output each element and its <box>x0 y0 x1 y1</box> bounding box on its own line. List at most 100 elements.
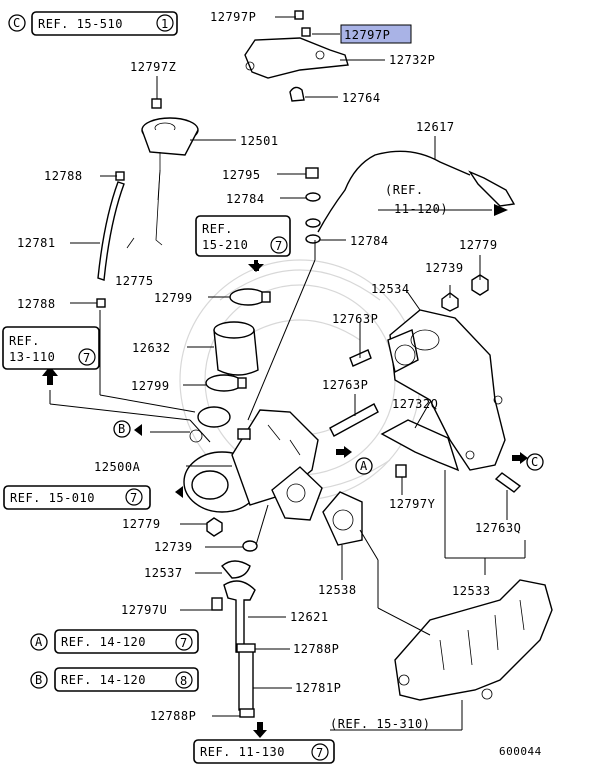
ref-14-120-a[interactable]: A REF. 14-120 7 <box>30 629 199 654</box>
label-12799-b: 12799 <box>131 379 170 393</box>
svg-text:7: 7 <box>275 239 283 253</box>
hose-12781p[interactable] <box>238 649 254 711</box>
label-12534: 12534 <box>371 282 410 296</box>
manifold-12533[interactable] <box>394 579 553 701</box>
gasket-turbine-flange[interactable] <box>271 466 323 521</box>
label-12784-b: 12784 <box>350 234 389 248</box>
bolt-12797z[interactable] <box>151 98 162 109</box>
hose-12632[interactable] <box>213 321 259 376</box>
heat-shield-12732q[interactable] <box>380 419 460 472</box>
bolt-12797y[interactable] <box>395 464 407 478</box>
label-12533: 12533 <box>452 584 491 598</box>
label-12784-a: 12784 <box>226 192 265 206</box>
ref-15-510[interactable]: C REF. 15-510 1 <box>8 11 178 36</box>
label-12764: 12764 <box>342 91 381 105</box>
label-12795: 12795 <box>222 168 261 182</box>
clip-12788p-b[interactable] <box>239 708 255 718</box>
ref-13-110[interactable]: REF. 13-110 7 <box>2 326 100 370</box>
gasket-12538[interactable] <box>322 491 363 546</box>
clip-12788p-a[interactable] <box>236 643 256 653</box>
label-12788-b: 12788 <box>17 297 56 311</box>
label-12739-b: 12739 <box>154 540 193 554</box>
bracket-12732p[interactable] <box>244 37 349 79</box>
label-12797p-highlighted[interactable]: 12797P <box>340 24 412 44</box>
bolt-12795[interactable] <box>305 167 319 179</box>
diagram-id: 600044 <box>499 745 542 758</box>
svg-text:A: A <box>360 459 368 473</box>
label-12797y: 12797Y <box>389 497 436 511</box>
ref-15-210[interactable]: REF. 15-210 7 <box>195 215 291 257</box>
svg-text:REF. 11-130: REF. 11-130 <box>200 745 285 759</box>
label-12621: 12621 <box>290 610 329 624</box>
svg-text:REF. 15-510: REF. 15-510 <box>38 17 123 31</box>
flange-12621[interactable] <box>223 580 256 653</box>
label-12732q: 12732Q <box>392 397 438 411</box>
bolt-12797u[interactable] <box>211 597 223 611</box>
label-12763p-b: 12763P <box>322 378 368 392</box>
svg-text:REF. 14-120: REF. 14-120 <box>61 673 146 687</box>
ref-14-120-b[interactable]: B REF. 14-120 8 <box>30 667 199 692</box>
washer-12784-a[interactable] <box>305 192 321 202</box>
label-12779-b: 12779 <box>122 517 161 531</box>
housing-12534[interactable] <box>387 309 506 471</box>
bolt-12797p-top[interactable] <box>294 10 304 20</box>
label-12781: 12781 <box>17 236 56 250</box>
svg-text:13-110: 13-110 <box>9 350 55 364</box>
label-12779-a: 12779 <box>459 238 498 252</box>
svg-text:(REF.: (REF. <box>385 183 424 197</box>
ref-11-120[interactable]: (REF. 11-120) <box>385 183 448 216</box>
actuator-12501[interactable] <box>141 117 199 201</box>
label-12788p-a: 12788P <box>293 642 339 656</box>
label-12788p-b: 12788P <box>150 709 196 723</box>
cap-12764[interactable] <box>289 86 305 102</box>
label-12617: 12617 <box>416 120 455 134</box>
stud-12763q[interactable] <box>494 472 522 493</box>
clamp-12799-a[interactable] <box>229 288 271 306</box>
svg-text:C: C <box>531 455 539 469</box>
label-12537: 12537 <box>144 566 183 580</box>
gasket-12537[interactable] <box>221 560 251 579</box>
clip-12788-b[interactable] <box>96 298 106 308</box>
svg-text:7: 7 <box>83 351 91 365</box>
svg-text:1: 1 <box>161 17 169 31</box>
label-12501: 12501 <box>240 134 279 148</box>
label-12538: 12538 <box>318 583 357 597</box>
svg-text:11-120): 11-120) <box>394 202 448 216</box>
hose-12781[interactable] <box>97 181 125 281</box>
ref-11-130[interactable]: REF. 11-130 7 <box>193 739 335 764</box>
label-12763q: 12763Q <box>475 521 521 535</box>
label-12797z: 12797Z <box>130 60 176 74</box>
marker-a-diagram[interactable]: A <box>355 457 373 475</box>
label-12732p: 12732P <box>389 53 435 67</box>
ref-15-310[interactable]: (REF. 15-310) <box>330 717 430 731</box>
washer-12739-b[interactable] <box>242 540 258 552</box>
label-12632: 12632 <box>132 341 171 355</box>
clip-12788-a[interactable] <box>115 171 125 181</box>
pipe-12617[interactable] <box>317 150 516 233</box>
stud-12763p-b[interactable] <box>329 403 379 437</box>
label-12797p-top: 12797P <box>210 10 256 24</box>
marker-a-ref: A <box>35 635 43 649</box>
rod-12775[interactable] <box>126 169 163 249</box>
marker-b-diagram[interactable]: B <box>113 420 131 438</box>
label-12797u: 12797U <box>121 603 167 617</box>
marker-c-diagram[interactable]: C <box>526 453 544 471</box>
label-12799-a: 12799 <box>154 291 193 305</box>
svg-text:REF. 15-010: REF. 15-010 <box>10 491 95 505</box>
label-12775: 12775 <box>115 274 154 288</box>
svg-text:REF.: REF. <box>202 222 233 236</box>
svg-text:15-210: 15-210 <box>202 238 248 252</box>
ref-15-010[interactable]: REF. 15-010 7 <box>3 485 151 510</box>
label-12781p: 12781P <box>295 681 341 695</box>
nut-12779-b[interactable] <box>206 517 223 537</box>
clamp-12799-b[interactable] <box>205 374 247 392</box>
washer-12784-b[interactable] <box>305 218 321 244</box>
label-12500a: 12500A <box>94 460 141 474</box>
bolt-12797p-hl[interactable] <box>301 27 311 37</box>
svg-text:REF. 14-120: REF. 14-120 <box>61 635 146 649</box>
arrows <box>42 204 528 738</box>
label-12788-a: 12788 <box>44 169 83 183</box>
label-12739-a: 12739 <box>425 261 464 275</box>
svg-text:7: 7 <box>316 746 324 760</box>
